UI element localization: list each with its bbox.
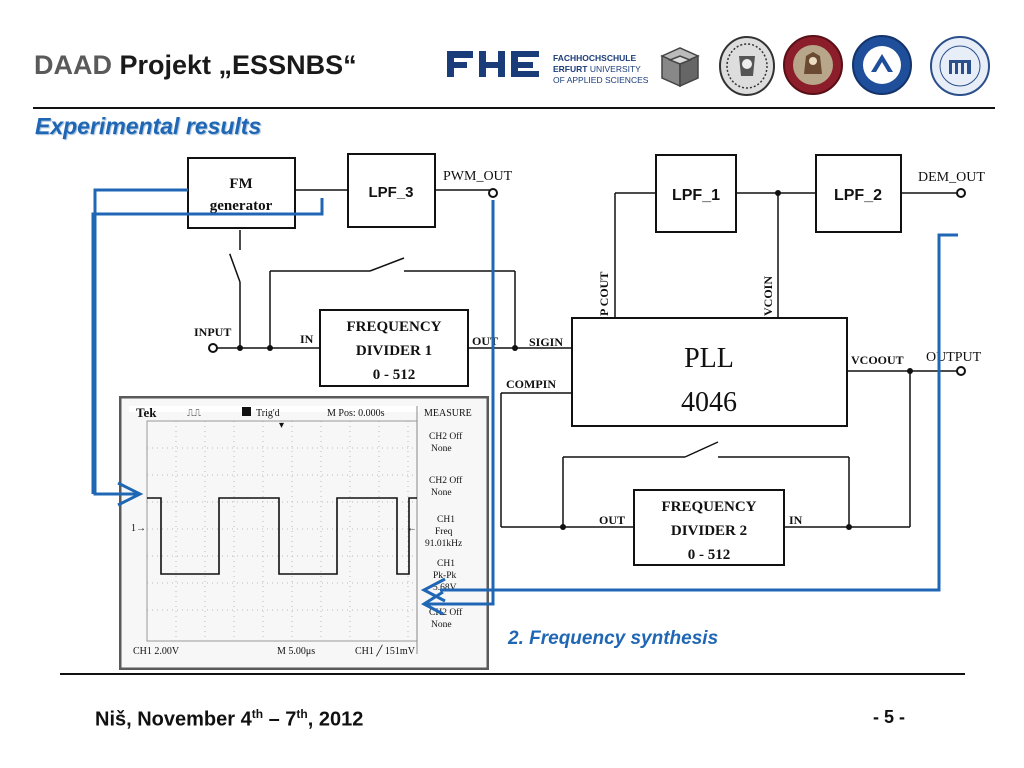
fd1-in-label: IN bbox=[300, 332, 314, 346]
vcoin-label: VCOIN bbox=[761, 276, 775, 316]
readout-5-line2: None bbox=[431, 620, 452, 630]
fd1-label-2: DIVIDER 1 bbox=[356, 343, 432, 359]
trigger-pos-marker: ▾ bbox=[279, 420, 284, 431]
footer-sup-2: th bbox=[296, 707, 308, 721]
university-seal-banja-luka-icon bbox=[852, 35, 912, 95]
footer-year: , 2012 bbox=[307, 708, 364, 731]
readout-4-line1: CH1 bbox=[437, 559, 455, 569]
fd2-label-3: 0 - 512 bbox=[688, 547, 731, 563]
scope-mpos: M Pos: 0.000s bbox=[327, 408, 385, 419]
fd2-out-label: OUT bbox=[599, 513, 625, 527]
pwm-out-label: PWM_OUT bbox=[443, 169, 513, 184]
section-subtitle: Experimental results bbox=[35, 113, 262, 139]
scope-trig: Trig'd bbox=[256, 408, 280, 419]
page-number: - 5 - bbox=[873, 707, 906, 727]
compin-label: COMPIN bbox=[506, 377, 556, 391]
output-terminal bbox=[956, 366, 966, 376]
input-label: INPUT bbox=[194, 325, 231, 339]
university-seal-1-icon bbox=[719, 36, 775, 96]
ch1-scale: CH1 2.00V bbox=[133, 646, 180, 657]
input-terminal bbox=[208, 343, 218, 353]
ch1-waveform bbox=[147, 497, 417, 575]
readout-2-line1: CH2 Off bbox=[429, 475, 463, 486]
footer-place: Niš, November 4 bbox=[95, 708, 252, 731]
fd2-label-2: DIVIDER 2 bbox=[671, 523, 747, 539]
readout-1-line1: CH2 Off bbox=[429, 431, 463, 442]
readout-4-line2: Pk-Pk bbox=[433, 571, 456, 581]
dem-out-label: DEM_OUT bbox=[918, 170, 985, 185]
fhe-logo-mark bbox=[447, 51, 539, 77]
trigger-level: CH1 ╱ 151mV bbox=[355, 644, 416, 657]
fm-label-2: generator bbox=[210, 198, 273, 214]
fhe-text: FACHHOCHSCHULE ERFURT UNIVERSITY OF APPL… bbox=[553, 53, 648, 86]
fhe-line-2b: UNIVERSITY bbox=[587, 64, 641, 74]
fhe-line-3: OF APPLIED SCIENCES bbox=[553, 75, 649, 85]
scope-brand: Tek bbox=[136, 405, 157, 420]
fhe-line-2a: ERFURT bbox=[553, 64, 588, 74]
trigger-level-marker: ← bbox=[407, 523, 417, 534]
university-seal-mcmxliv-icon bbox=[930, 36, 990, 96]
scope-measure: MEASURE bbox=[424, 408, 472, 419]
frequency-divider-2-block bbox=[633, 489, 785, 566]
readout-2-line2: None bbox=[431, 488, 452, 498]
time-scale: M 5.00μs bbox=[277, 646, 315, 657]
fm-label-1: FM bbox=[229, 176, 252, 192]
pwm-out-terminal bbox=[488, 188, 498, 198]
footer-dash: – 7 bbox=[263, 708, 297, 731]
pll-label-2: 4046 bbox=[681, 387, 737, 418]
lpf1-block bbox=[655, 154, 737, 233]
readout-3-line2: Freq bbox=[435, 527, 453, 537]
fd1-label-3: 0 - 512 bbox=[373, 367, 416, 383]
header-divider bbox=[33, 107, 995, 109]
fm-generator-block bbox=[187, 157, 296, 229]
scope-run-icon: ⎍⎍ bbox=[187, 408, 201, 419]
fd2-label-1: FREQUENCY bbox=[661, 499, 756, 515]
ch1-marker: 1→ bbox=[131, 523, 146, 534]
readout-4-line3: 5.68V bbox=[433, 583, 457, 593]
dem-out-terminal bbox=[956, 188, 966, 198]
frequency-divider-1-block bbox=[319, 309, 469, 387]
pll-label-1: PLL bbox=[684, 343, 734, 374]
readout-5-line1: CH2 Off bbox=[429, 607, 463, 618]
university-nis-logo-icon bbox=[783, 35, 843, 95]
footer-divider bbox=[60, 673, 965, 675]
footer-sup-1: th bbox=[251, 707, 264, 721]
readout-3-line3: 91.01kHz bbox=[425, 539, 462, 549]
fhe-line-1: FACHHOCHSCHULE bbox=[553, 53, 637, 63]
footer-date: Niš, November 4th – 7th, 2012 bbox=[95, 707, 363, 732]
oscilloscope-screenshot: Tek ⎍⎍ Trig'd M Pos: 0.000s MEASURE ▾ 1→… bbox=[119, 396, 489, 670]
pcout-label: P COUT bbox=[597, 272, 611, 316]
lpf2-block bbox=[815, 154, 902, 233]
lpf1-label: LPF_1 bbox=[672, 187, 720, 204]
daad-label: DAAD bbox=[34, 50, 112, 80]
cube-logo-icon bbox=[660, 47, 700, 88]
figure-caption: 2. Frequency synthesis bbox=[508, 628, 719, 649]
sigin-label: SIGIN bbox=[529, 335, 563, 349]
fd1-label-1: FREQUENCY bbox=[346, 319, 441, 335]
page-header-title: DAAD Projekt „ESSNBS“ bbox=[34, 50, 357, 81]
fd2-in-label: IN bbox=[789, 513, 803, 527]
pll-4046-block bbox=[571, 317, 848, 427]
vcoout-label: VCOOUT bbox=[851, 353, 904, 367]
lpf2-label: LPF_2 bbox=[834, 187, 882, 204]
readout-1-line2: None bbox=[431, 444, 452, 454]
readout-3-line1: CH1 bbox=[437, 515, 455, 525]
lpf3-block bbox=[347, 153, 436, 228]
lpf3-label: LPF_3 bbox=[368, 184, 413, 201]
project-title: Projekt „ESSNBS“ bbox=[119, 50, 357, 80]
